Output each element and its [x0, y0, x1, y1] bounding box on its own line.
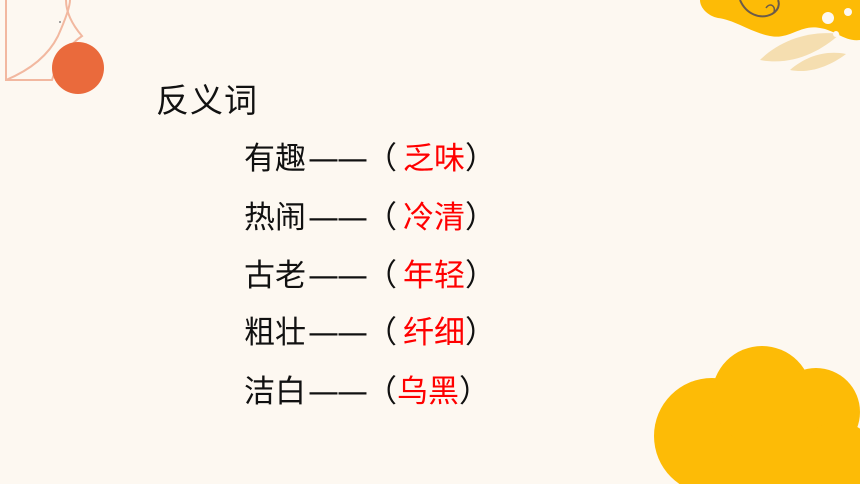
word: 热闹: [244, 200, 306, 236]
dash: ——: [308, 374, 368, 410]
close-paren: ）: [465, 315, 496, 351]
antonym-pair-4: 粗壮——（纤细）: [244, 313, 496, 353]
dash: ——: [308, 315, 368, 351]
tiny-dot: [59, 21, 61, 23]
close-paren: ）: [465, 258, 496, 294]
antonym-answer: 年轻: [403, 258, 465, 294]
open-paren: （: [366, 374, 397, 410]
antonym-pair-1: 有趣——（乏味）: [244, 139, 496, 179]
close-paren: ）: [465, 200, 496, 236]
slide-title: 反义词: [156, 81, 258, 120]
word: 洁白: [244, 374, 306, 410]
close-paren: ）: [465, 141, 496, 177]
antonym-pair-2: 热闹——（冷清）: [244, 198, 496, 238]
open-paren: （: [366, 258, 397, 294]
antonym-answer: 冷清: [403, 200, 465, 236]
top-right-blob: [700, 0, 860, 72]
open-paren: （: [366, 141, 397, 177]
antonym-pair-3: 古老——（年轻）: [244, 256, 496, 296]
open-paren: （: [366, 200, 397, 236]
word: 古老: [244, 258, 306, 294]
dash: ——: [308, 200, 368, 236]
close-paren: ）: [459, 374, 490, 410]
orange-circle: [52, 42, 104, 94]
antonym-pair-5: 洁白——（乌黑）: [244, 372, 490, 412]
dash: ——: [308, 141, 368, 177]
antonym-answer: 乏味: [403, 141, 465, 177]
antonym-answer: 纤细: [403, 315, 465, 351]
word: 粗壮: [244, 315, 306, 351]
antonym-answer: 乌黑: [397, 374, 459, 410]
open-paren: （: [366, 315, 397, 351]
dash: ——: [308, 258, 368, 294]
word: 有趣: [244, 141, 306, 177]
bottom-right-cloud: [654, 346, 860, 484]
